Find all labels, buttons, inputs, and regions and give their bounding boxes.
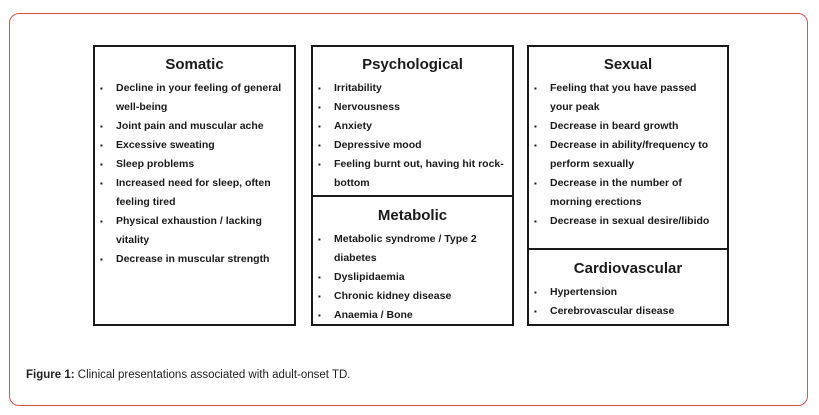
psychological-title: Psychological	[362, 56, 463, 73]
list-item: Feeling burnt out, having hit rock-botto…	[318, 155, 506, 193]
metabolic-box: Metabolic Metabolic syndrome / Type 2 di…	[311, 195, 514, 326]
list-item: Dyslipidaemia	[318, 268, 506, 287]
list-item: Sleep problems	[100, 155, 288, 174]
list-item: Excessive sweating	[100, 136, 288, 155]
list-item: Physical exhaustion / lacking vitality	[100, 212, 288, 250]
list-item: Decrease in sexual desire/libido	[534, 212, 721, 231]
caption-label: Figure 1:	[26, 369, 75, 381]
cardiovascular-list: Hypertension Cerebrovascular disease	[529, 283, 727, 321]
sexual-title: Sexual	[603, 56, 653, 73]
list-item: Cerebrovascular disease	[534, 302, 721, 321]
list-item: Decrease in ability/frequency to perform…	[534, 136, 721, 174]
list-item: Decrease in the number of morning erecti…	[534, 174, 721, 212]
list-item: Anxiety	[318, 117, 506, 136]
list-item: Chronic kidney disease	[318, 287, 506, 306]
psychological-list: Irritability Nervousness Anxiety Depress…	[313, 79, 512, 193]
list-item: Nervousness	[318, 98, 506, 117]
list-item: Feeling that you have passed your peak	[534, 79, 721, 117]
somatic-list: Decline in your feeling of general well-…	[95, 79, 294, 269]
metabolic-title: Metabolic	[377, 207, 448, 224]
cardiovascular-title: Cardiovascular	[573, 260, 683, 277]
list-item: Hypertension	[534, 283, 721, 302]
sexual-list: Feeling that you have passed your peak D…	[529, 79, 727, 231]
list-item: Metabolic syndrome / Type 2 diabetes	[318, 230, 506, 268]
somatic-box: Somatic Decline in your feeling of gener…	[93, 45, 296, 326]
metabolic-list: Metabolic syndrome / Type 2 diabetes Dys…	[313, 230, 512, 325]
list-item: Decrease in muscular strength	[100, 250, 288, 269]
psychological-box: Psychological Irritability Nervousness A…	[311, 45, 514, 197]
list-item: Decrease in beard growth	[534, 117, 721, 136]
list-item: Irritability	[318, 79, 506, 98]
list-item: Anaemia / Bone	[318, 306, 506, 325]
list-item: Joint pain and muscular ache	[100, 117, 288, 136]
caption-text: Clinical presentations associated with a…	[74, 369, 351, 381]
list-item: Depressive mood	[318, 136, 506, 155]
somatic-title: Somatic	[165, 56, 224, 73]
figure-caption: Figure 1: Clinical presentations associa…	[26, 369, 351, 381]
sexual-box: Sexual Feeling that you have passed your…	[527, 45, 729, 250]
list-item: Increased need for sleep, often feeling …	[100, 174, 288, 212]
cardiovascular-box: Cardiovascular Hypertension Cerebrovascu…	[527, 248, 729, 326]
list-item: Decline in your feeling of general well-…	[100, 79, 288, 117]
